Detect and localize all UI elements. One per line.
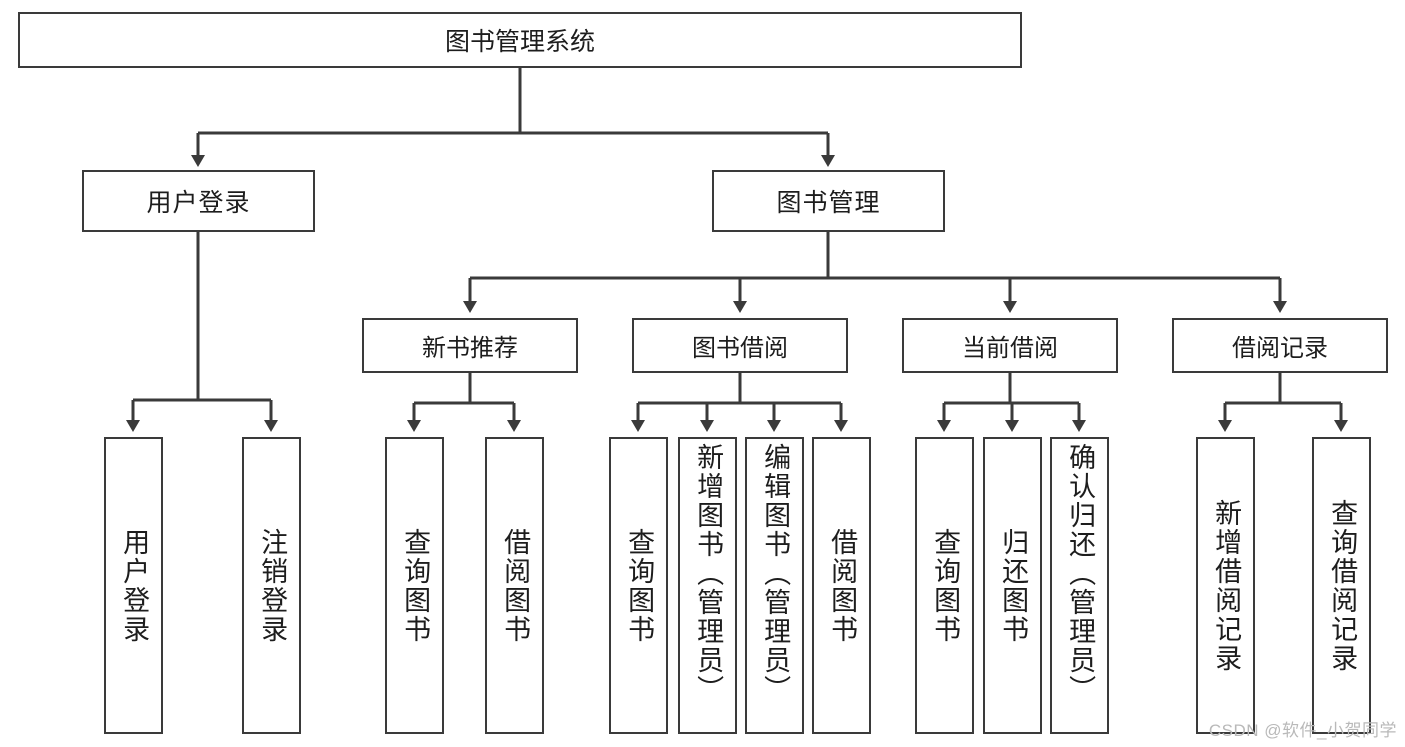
- node-root-system[interactable]: 图书管理系统: [18, 12, 1022, 68]
- leaf-add-book-admin[interactable]: 新增图书（管理员）: [678, 437, 737, 734]
- leaf-label: 确认归还（管理员）: [1065, 443, 1096, 704]
- node-book-borrow[interactable]: 图书借阅: [632, 318, 848, 373]
- leaf-label: 查询借阅记录: [1327, 498, 1358, 673]
- leaf-label: 新增借阅记录: [1211, 498, 1242, 673]
- leaf-logout[interactable]: 注销登录: [242, 437, 301, 734]
- leaf-label: 借阅图书: [500, 527, 531, 644]
- leaf-query-book-borrow[interactable]: 查询图书: [609, 437, 668, 734]
- node-new-book-recommend[interactable]: 新书推荐: [362, 318, 578, 373]
- leaf-label: 编辑图书（管理员）: [760, 443, 791, 704]
- leaf-return-book[interactable]: 归还图书: [983, 437, 1042, 734]
- node-label: 图书借阅: [692, 335, 788, 362]
- leaf-add-borrow-record[interactable]: 新增借阅记录: [1196, 437, 1255, 734]
- leaf-label: 查询图书: [624, 527, 655, 644]
- leaf-user-login[interactable]: 用户登录: [104, 437, 163, 734]
- node-book-management[interactable]: 图书管理: [712, 170, 945, 232]
- leaf-confirm-return-admin[interactable]: 确认归还（管理员）: [1050, 437, 1109, 734]
- node-label: 用户登录: [146, 189, 251, 217]
- leaf-borrow-book[interactable]: 借阅图书: [812, 437, 871, 734]
- node-label: 当前借阅: [962, 335, 1058, 362]
- leaf-query-book-recommend[interactable]: 查询图书: [385, 437, 444, 734]
- watermark: CSDN @软件_小贺同学: [1208, 721, 1397, 740]
- leaf-query-book-current[interactable]: 查询图书: [915, 437, 974, 734]
- leaf-label: 新增图书（管理员）: [693, 443, 724, 704]
- node-current-borrow[interactable]: 当前借阅: [902, 318, 1118, 373]
- leaf-label: 查询图书: [400, 527, 431, 644]
- node-label: 新书推荐: [422, 335, 518, 362]
- leaf-label: 注销登录: [257, 527, 288, 644]
- leaf-label: 用户登录: [119, 527, 150, 644]
- node-label: 图书管理: [776, 189, 881, 217]
- node-label: 借阅记录: [1232, 335, 1328, 362]
- node-label: 图书管理系统: [444, 28, 595, 56]
- leaf-edit-book-admin[interactable]: 编辑图书（管理员）: [745, 437, 804, 734]
- leaf-label: 归还图书: [998, 527, 1029, 644]
- leaf-borrow-book-recommend[interactable]: 借阅图书: [485, 437, 544, 734]
- leaf-query-borrow-record[interactable]: 查询借阅记录: [1312, 437, 1371, 734]
- node-borrow-record[interactable]: 借阅记录: [1172, 318, 1388, 373]
- node-user-login[interactable]: 用户登录: [82, 170, 315, 232]
- leaf-label: 查询图书: [930, 527, 961, 644]
- leaf-label: 借阅图书: [827, 527, 858, 644]
